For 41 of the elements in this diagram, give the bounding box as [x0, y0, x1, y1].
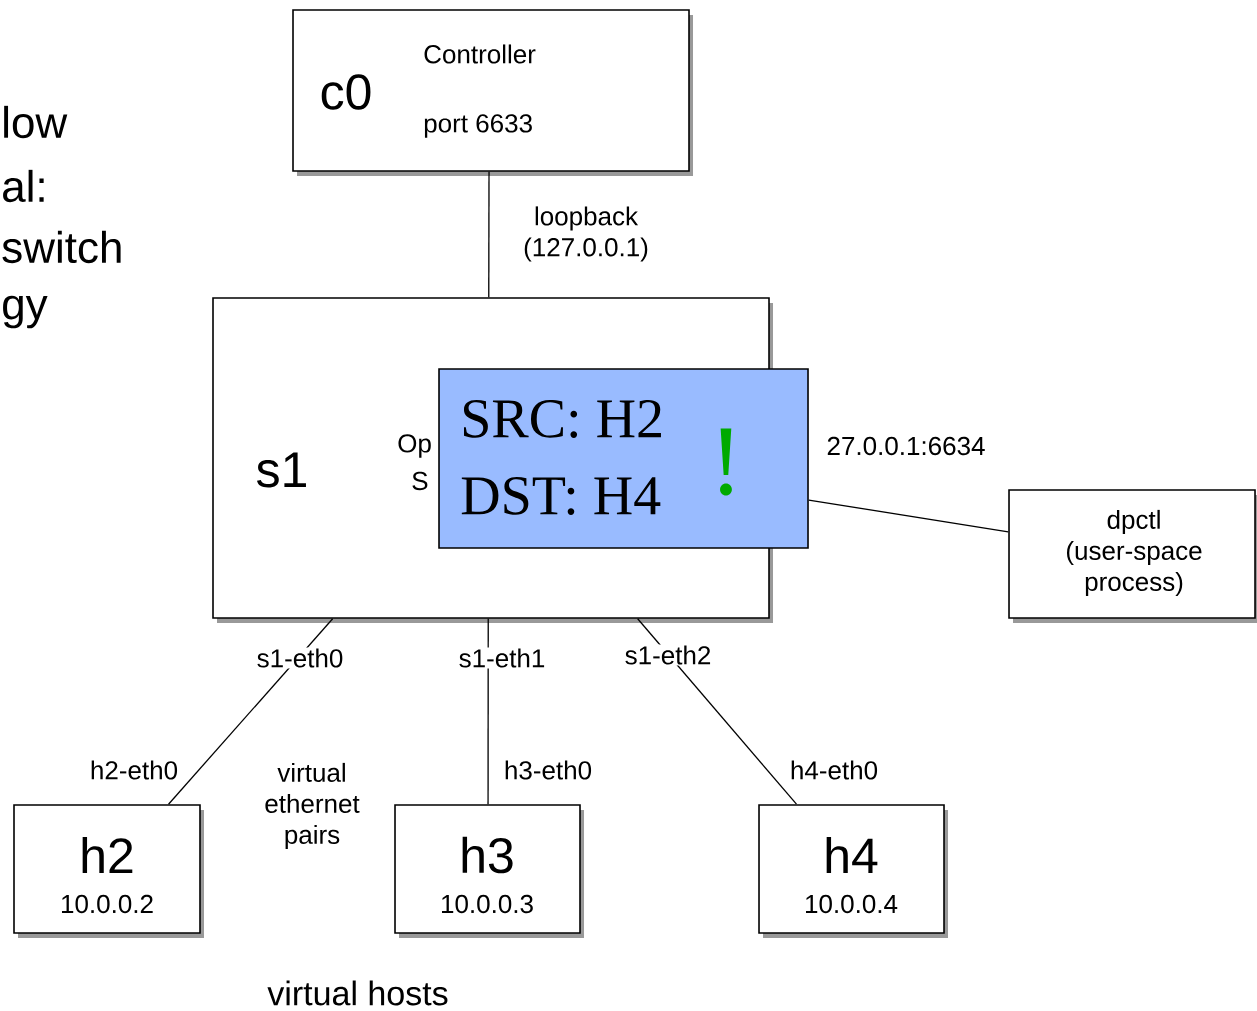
flow-note-box	[438, 368, 809, 549]
port-label: h2-eth0	[88, 759, 180, 781]
node-label: 10.0.0.4	[806, 894, 898, 914]
node-label: dpctl (user-space process)	[1067, 509, 1202, 597]
side-text: gy	[0, 294, 49, 330]
node-label: 10.0.0.3	[442, 894, 533, 914]
node-title: h2	[82, 836, 133, 874]
node-title: h3	[462, 836, 513, 874]
side-text: low	[0, 104, 69, 140]
connector-line	[488, 171, 490, 298]
node-label: S	[412, 471, 428, 491]
host-box	[13, 804, 204, 938]
node-label: Controller	[424, 44, 536, 64]
port-label: s1-eth1	[457, 647, 547, 669]
group-label: virtual hosts	[266, 979, 450, 1007]
node-label: port 6633	[424, 114, 532, 138]
node-label: Op	[398, 434, 431, 458]
controller-box	[292, 9, 693, 176]
host-box	[394, 804, 584, 938]
node-title: c0	[321, 74, 371, 110]
port-label: s1-eth0	[255, 647, 345, 669]
note-text: DST: H4	[461, 477, 661, 515]
edge-label: 27.0.0.1:6634	[825, 435, 987, 457]
side-text: al:	[0, 168, 49, 204]
node-title: s1	[257, 452, 306, 488]
port-label: h4-eth0	[788, 759, 880, 781]
connector-line	[808, 499, 1009, 533]
note-text: SRC: H2	[463, 400, 661, 438]
connector-line	[637, 618, 798, 805]
host-box	[758, 804, 948, 938]
group-label: virtual ethernet pairs	[246, 761, 378, 851]
port-label: s1-eth2	[623, 644, 713, 666]
connector-line	[167, 618, 334, 805]
port-label: h3-eth0	[502, 759, 594, 781]
connector-line	[487, 618, 489, 805]
side-text: switch	[0, 229, 125, 265]
node-label: 10.0.0.2	[62, 894, 153, 914]
edge-label: loopback (127.0.0.1)	[505, 205, 667, 263]
exclamation-mark: !	[720, 428, 732, 496]
process-box	[1008, 489, 1257, 623]
node-title: h4	[826, 836, 878, 874]
